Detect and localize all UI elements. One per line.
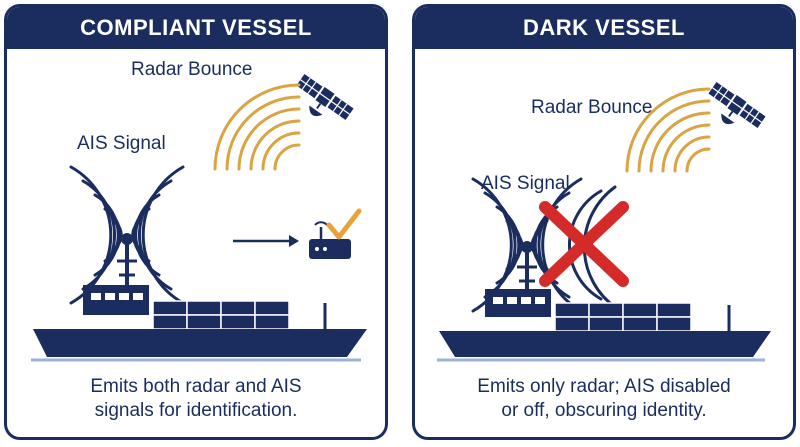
- cross-icon: [539, 201, 629, 287]
- panel-caption: Emits only radar; AIS disabled or off, o…: [415, 375, 793, 423]
- radar-wave-icon: [213, 83, 301, 171]
- panel-title: COMPLIANT VESSEL: [7, 7, 385, 49]
- caption-line-1: Emits only radar; AIS disabled: [477, 376, 731, 397]
- ais-signal-label: AIS Signal: [481, 173, 570, 194]
- dark-vessel-illustration: [437, 82, 771, 362]
- cargo-ship-icon: [33, 233, 367, 357]
- radar-bounce-label: Radar Bounce: [531, 97, 653, 118]
- panel-caption: Emits both radar and AIS signals for ide…: [7, 375, 385, 423]
- ais-wave-icon: [69, 165, 185, 305]
- checkmark-icon: [326, 208, 362, 240]
- receiver-icon: [309, 221, 351, 259]
- compliant-vessel-panel: COMPLIANT VESSEL Radar Bounce AIS Signal: [4, 4, 388, 440]
- caption-line-2: signals for identification.: [94, 400, 298, 421]
- cargo-ship-icon: [439, 241, 771, 357]
- dark-vessel-panel: DARK VESSEL Radar Bounce AIS Signal: [412, 4, 796, 440]
- caption-line-1: Emits both radar and AIS: [90, 376, 302, 397]
- arrow-icon: [233, 235, 299, 247]
- radar-bounce-label: Radar Bounce: [131, 59, 253, 80]
- satellite-icon: [708, 82, 766, 128]
- satellite-icon: [296, 74, 354, 120]
- caption-line-2: or off, obscuring identity.: [501, 400, 707, 421]
- compliant-vessel-illustration: [31, 74, 367, 362]
- ais-signal-label: AIS Signal: [77, 133, 166, 154]
- radar-wave-icon: [625, 87, 711, 173]
- panel-title: DARK VESSEL: [415, 7, 793, 49]
